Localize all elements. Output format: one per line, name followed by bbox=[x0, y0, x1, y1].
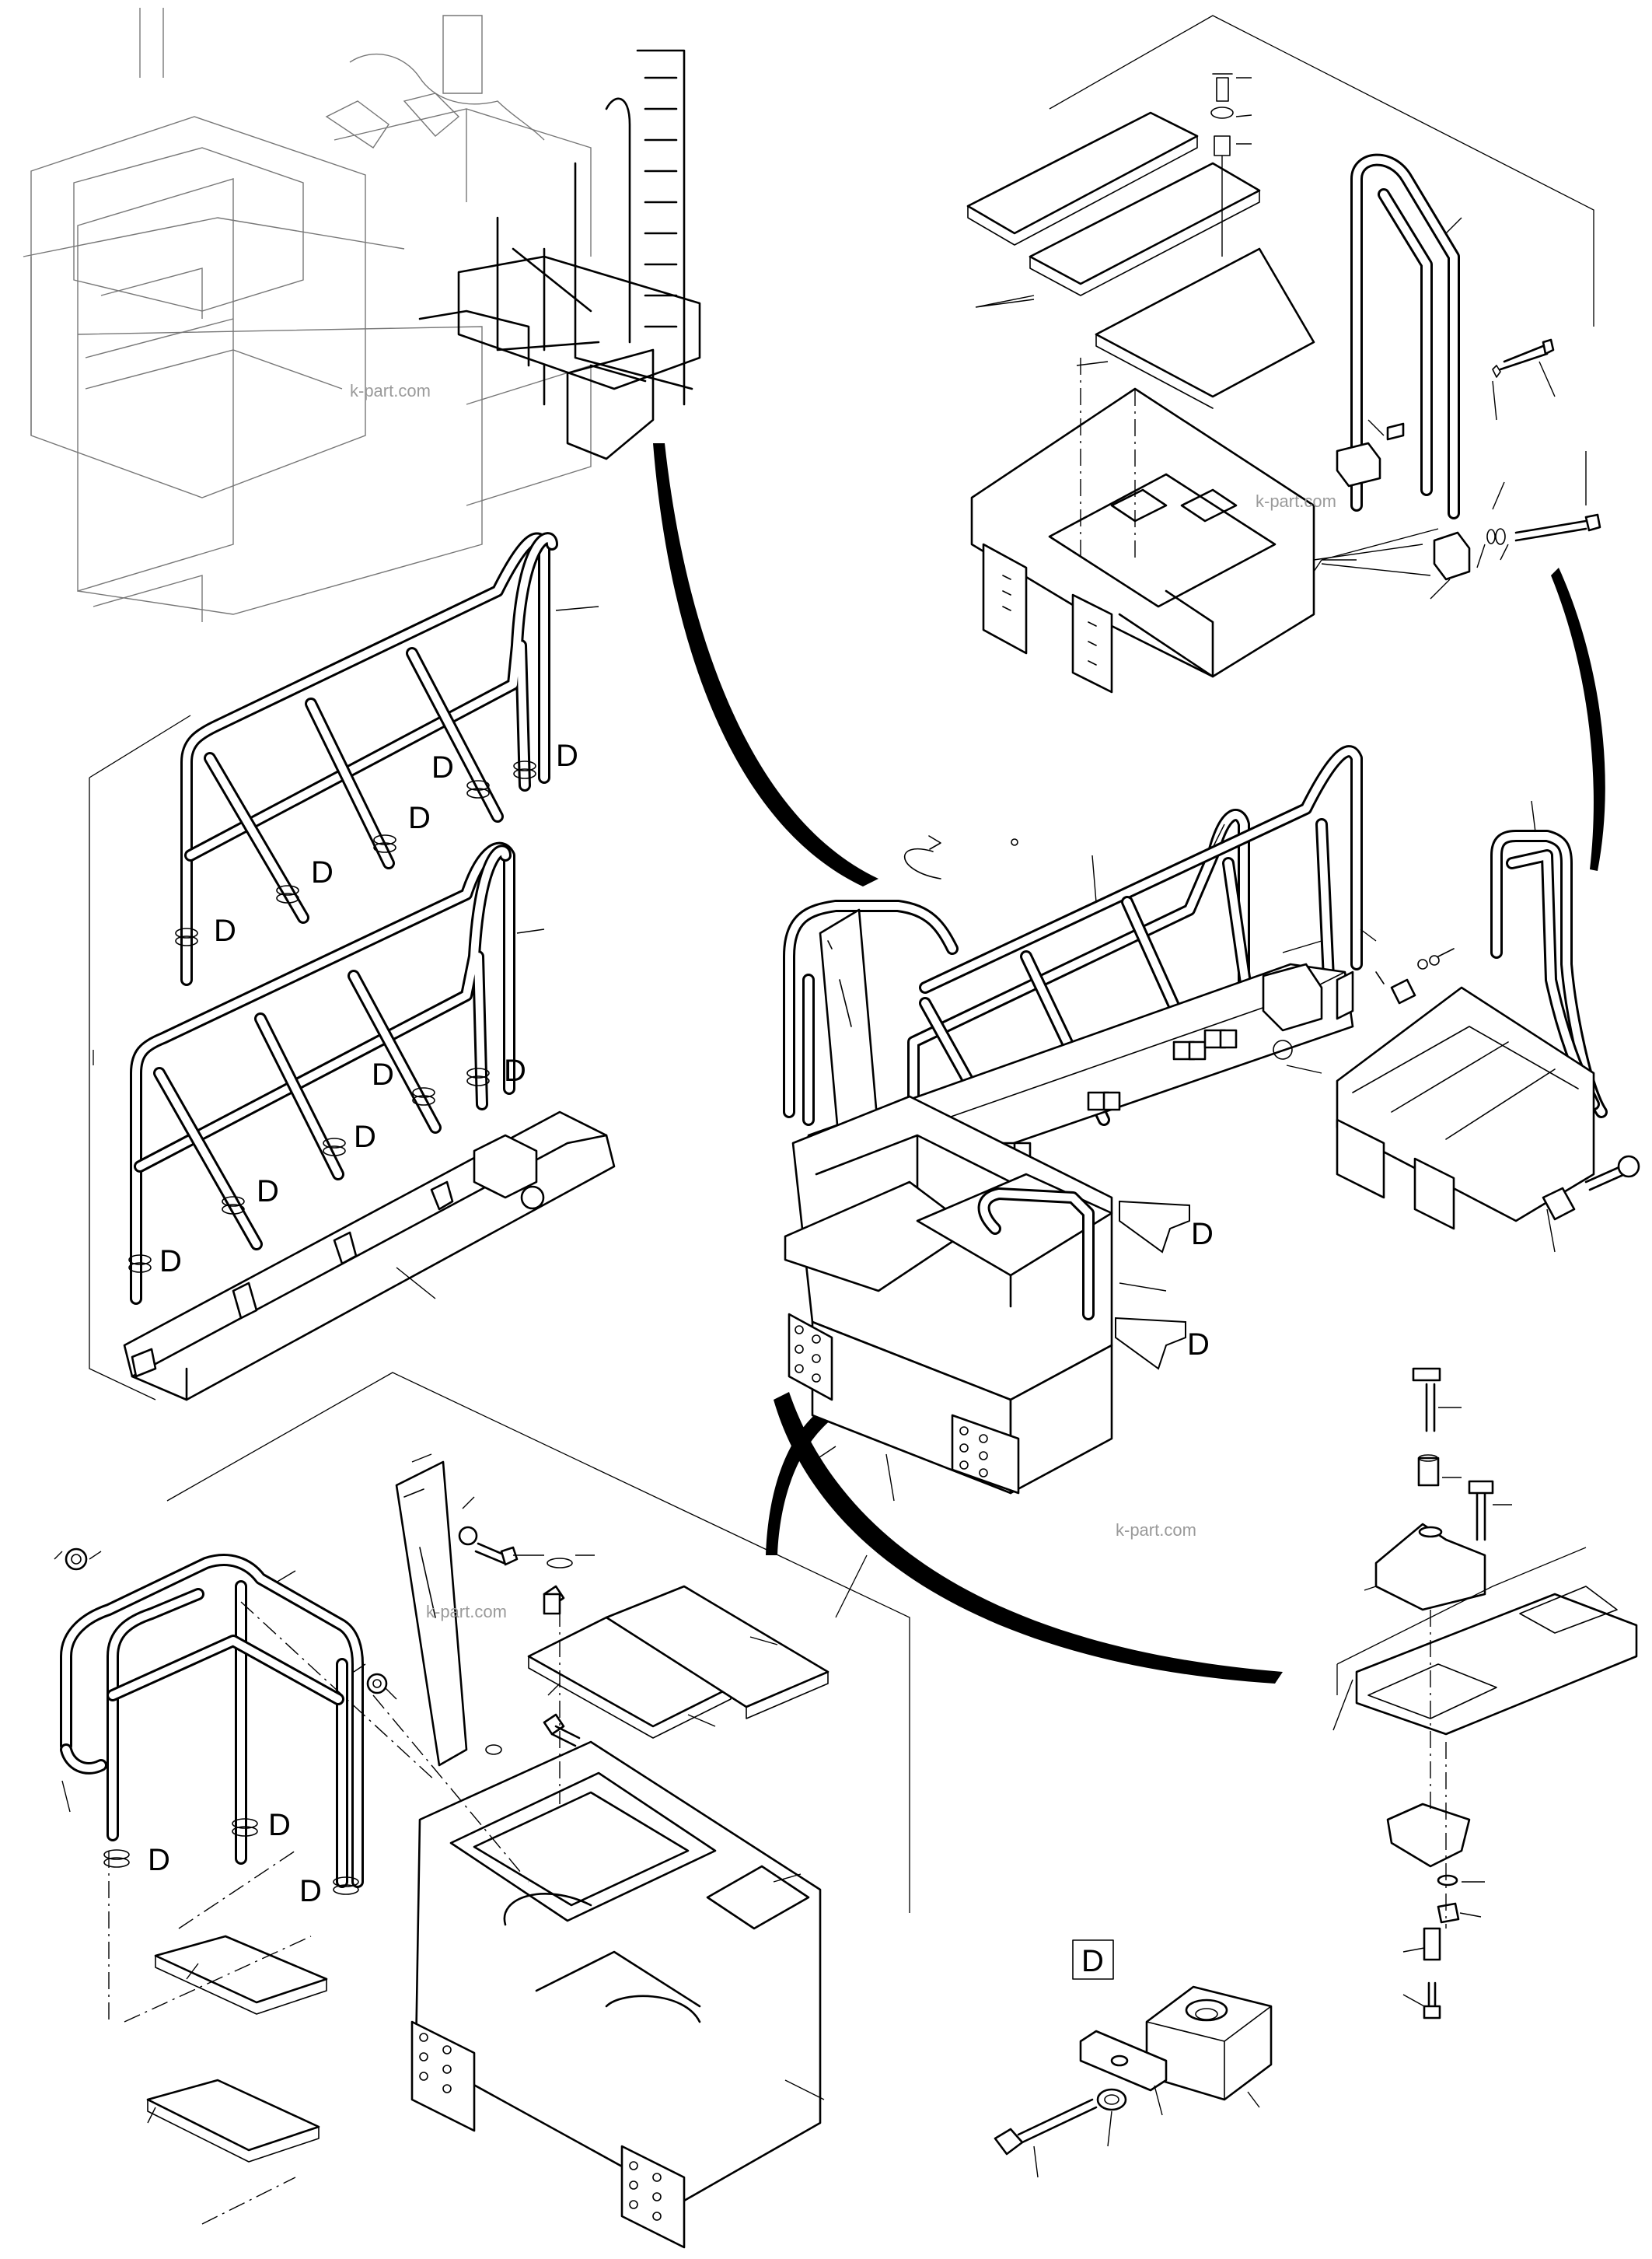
detail-arrow-lower bbox=[1115, 1317, 1186, 1370]
top-right-platform bbox=[966, 15, 1601, 694]
left-railings bbox=[89, 532, 616, 1401]
watermarks: k-part.com k-part.com k-part.com k-part.… bbox=[350, 381, 1336, 1621]
d-label: D bbox=[214, 914, 236, 948]
d-label: D bbox=[257, 1174, 279, 1208]
detail-d-box bbox=[1072, 1939, 1114, 1980]
d-label: D bbox=[311, 855, 334, 890]
d-label: D bbox=[299, 1874, 322, 1908]
d-label: D bbox=[556, 739, 578, 773]
d-label: D bbox=[1081, 1944, 1104, 1978]
pointer-arrows bbox=[653, 443, 1605, 1684]
watermark-text: k-part.com bbox=[426, 1602, 507, 1621]
watermark-text: k-part.com bbox=[1256, 491, 1336, 511]
center-assembly bbox=[783, 745, 1640, 1502]
d-label: D bbox=[159, 1244, 182, 1278]
d-label: D bbox=[1187, 1327, 1210, 1362]
d-label: D bbox=[408, 801, 431, 835]
detail-d-clamp bbox=[994, 1939, 1273, 2178]
mount-stack bbox=[1332, 1367, 1638, 2019]
rotation-marks bbox=[103, 1818, 359, 1895]
detail-labels: D D D D D D D D D D D D D D D D bbox=[148, 739, 1214, 1978]
d-label: D bbox=[372, 1058, 394, 1092]
machine-overview bbox=[23, 8, 701, 622]
watermark-text: k-part.com bbox=[1116, 1520, 1196, 1540]
watermark-text: k-part.com bbox=[350, 381, 431, 400]
d-label: D bbox=[504, 1054, 526, 1088]
d-label: D bbox=[354, 1120, 376, 1154]
d-label: D bbox=[1191, 1217, 1214, 1251]
d-label: D bbox=[431, 750, 454, 785]
d-label: D bbox=[148, 1843, 170, 1877]
detail-arrow-upper bbox=[1119, 1200, 1190, 1254]
d-label: D bbox=[268, 1808, 291, 1842]
lower-left-platform bbox=[54, 1372, 910, 2249]
